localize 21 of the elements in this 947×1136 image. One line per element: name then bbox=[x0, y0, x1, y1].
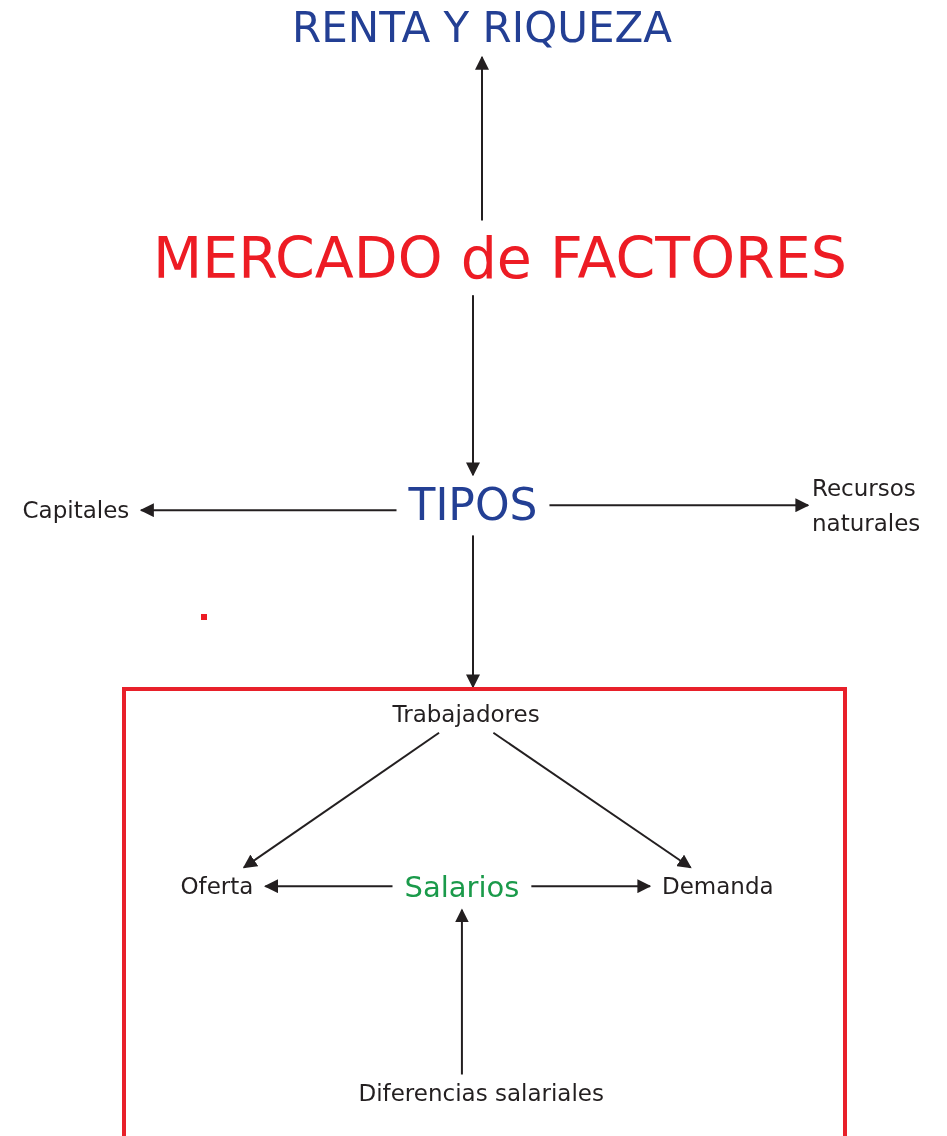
frame-box bbox=[122, 687, 847, 1136]
category-text: TIPOS bbox=[408, 481, 538, 530]
arrow bbox=[548, 498, 810, 513]
node-label: Recursos naturales bbox=[812, 473, 922, 539]
arrow bbox=[139, 503, 398, 518]
arrow bbox=[466, 294, 480, 477]
arrow bbox=[475, 55, 489, 222]
main-concept-text: MERCADO de FACTORES bbox=[153, 226, 847, 290]
node-label: Capitales bbox=[22, 497, 130, 523]
arrow bbox=[454, 908, 469, 1076]
arrow bbox=[242, 731, 441, 869]
arrow bbox=[466, 534, 480, 689]
heading-text: RENTA Y RIQUEZA bbox=[292, 5, 673, 52]
arrow bbox=[530, 879, 652, 894]
node-label: Trabajadores bbox=[392, 701, 540, 727]
node-label: Diferencias salariales bbox=[358, 1080, 604, 1106]
arrow bbox=[264, 879, 394, 894]
node-label: Salarios bbox=[404, 872, 520, 904]
node-label: Demanda bbox=[662, 873, 774, 899]
arrow bbox=[492, 731, 692, 869]
node-label: Oferta bbox=[180, 873, 254, 899]
